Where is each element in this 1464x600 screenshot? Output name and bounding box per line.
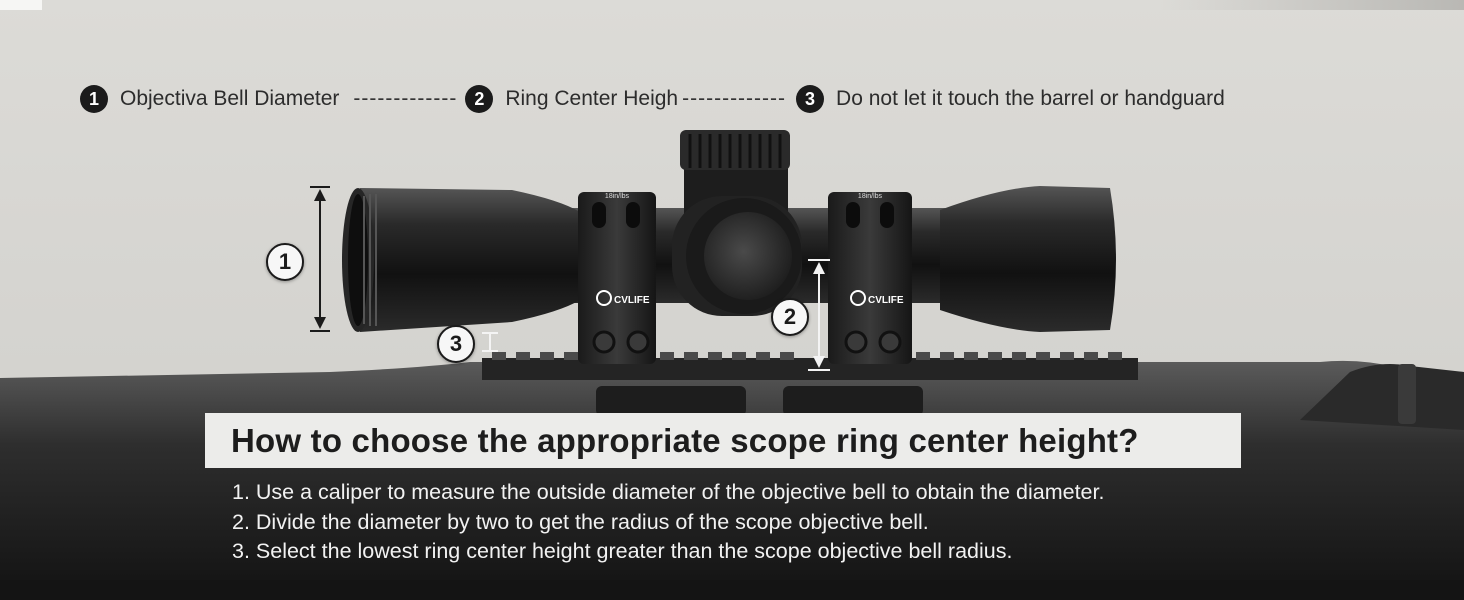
clearance-marker bbox=[482, 332, 498, 352]
legend-item-bell-diameter: 1 Objectiva Bell Diameter bbox=[80, 85, 339, 113]
brand-logo-left: CVLIFE bbox=[596, 290, 650, 306]
top-right-strip bbox=[1160, 0, 1464, 10]
brand-logo-right: CVLIFE bbox=[850, 290, 904, 306]
legend-item-ring-height: 2 Ring Center Heigh bbox=[465, 85, 678, 113]
legend-label-1: Objectiva Bell Diameter bbox=[120, 87, 340, 110]
bell-diameter-arrow bbox=[310, 186, 330, 332]
callout-badge-2: 2 bbox=[771, 298, 809, 336]
steps-list: 1. Use a caliper to measure the outside … bbox=[232, 478, 1104, 567]
legend-number-2: 2 bbox=[465, 85, 494, 113]
ring-torque-label-left: 18in/lbs bbox=[605, 193, 630, 200]
svg-text:CVLIFE: CVLIFE bbox=[614, 295, 650, 306]
step-1: 1. Use a caliper to measure the outside … bbox=[232, 480, 1105, 504]
legend-separator: ------------- bbox=[682, 87, 787, 110]
callout-badge-3: 3 bbox=[437, 325, 475, 363]
ring-torque-label-right: 18in/lbs bbox=[858, 193, 883, 200]
legend-label-3: Do not let it touch the barrel or handgu… bbox=[836, 87, 1225, 110]
legend-separator: ------------- bbox=[353, 87, 458, 110]
legend-item-clearance: 3 Do not let it touch the barrel or hand… bbox=[796, 85, 1225, 113]
step-3: 3. Select the lowest ring center height … bbox=[232, 539, 1013, 563]
legend-number-1: 1 bbox=[80, 85, 108, 113]
step-2: 2. Divide the diameter by two to get the… bbox=[232, 509, 929, 534]
corner-tab bbox=[0, 0, 42, 10]
ring-height-arrow bbox=[808, 259, 830, 371]
legend-number-3: 3 bbox=[796, 85, 825, 113]
panel-title: How to choose the appropriate scope ring… bbox=[205, 413, 1241, 468]
legend-row: 1 Objectiva Bell Diameter ------------- … bbox=[80, 84, 1225, 114]
svg-text:CVLIFE: CVLIFE bbox=[868, 295, 904, 306]
callout-badge-1: 1 bbox=[266, 243, 304, 281]
legend-label-2: Ring Center Heigh bbox=[505, 87, 679, 110]
